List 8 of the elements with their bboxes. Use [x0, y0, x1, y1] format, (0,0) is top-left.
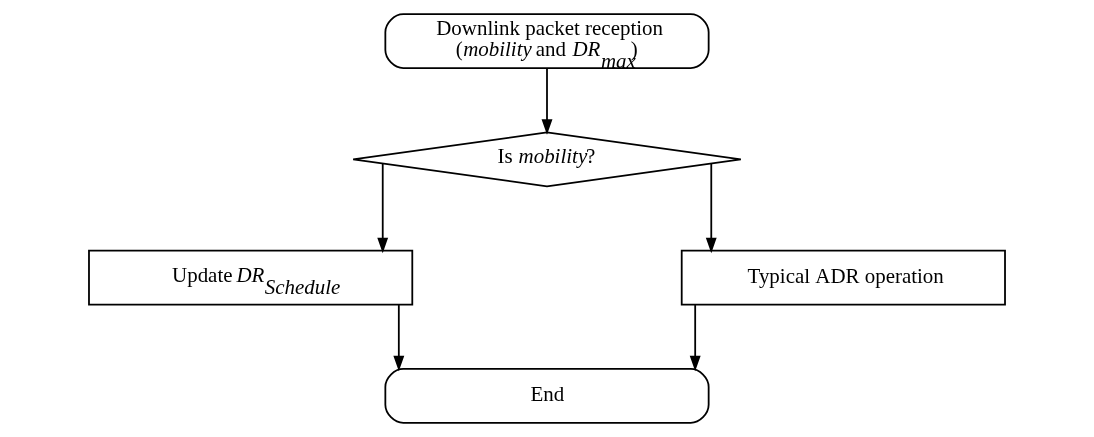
arrow [393, 304, 405, 372]
arrow [689, 304, 701, 372]
node-diamond: Is mobility? [352, 131, 742, 188]
arrow [705, 162, 717, 254]
arrow [541, 67, 553, 135]
arrow [377, 162, 389, 254]
node-box: Typical ADR operation [680, 249, 1006, 306]
node-box: End [384, 368, 710, 424]
